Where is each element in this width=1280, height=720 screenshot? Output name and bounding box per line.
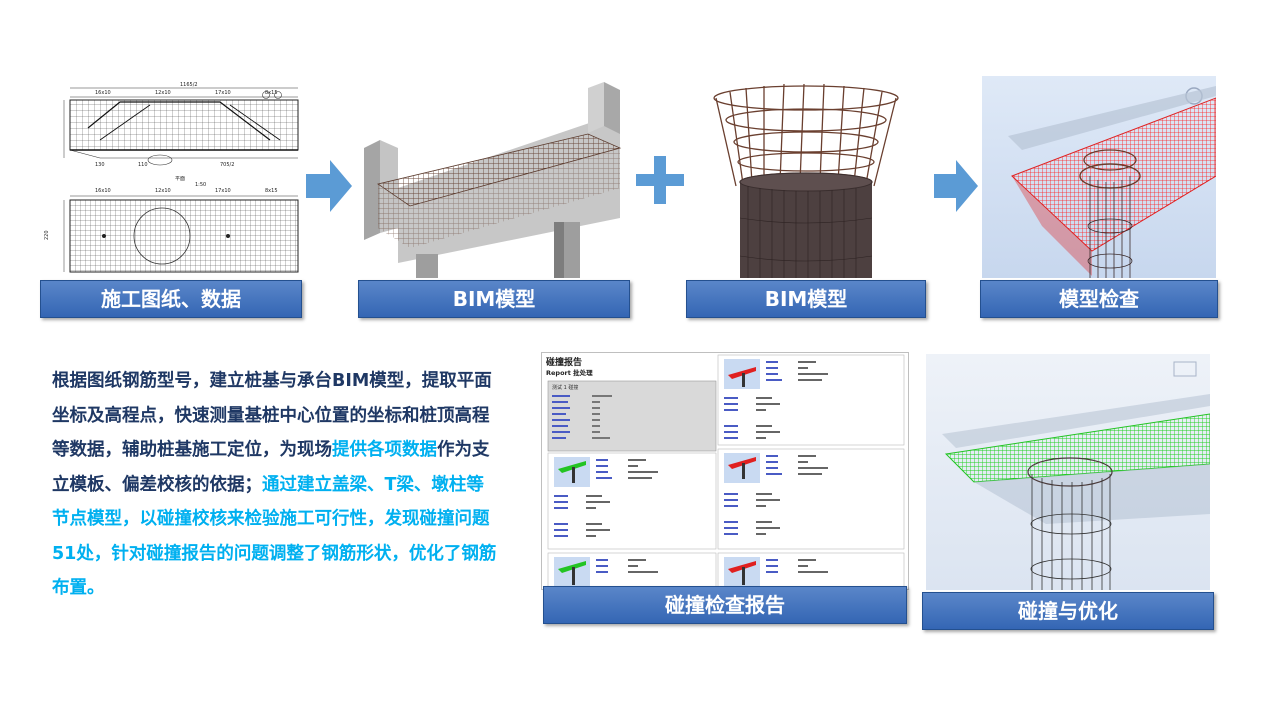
svg-text:16x10: 16x10 (95, 90, 111, 96)
svg-text:12x10: 12x10 (155, 188, 171, 194)
label-collision-report: 碰撞检查报告 (543, 586, 907, 624)
plus-icon (636, 156, 684, 204)
svg-text:17x10: 17x10 (215, 188, 231, 194)
report-title: 碰撞报告 (546, 358, 583, 368)
step-label-bim-model-1: BIM模型 (358, 280, 630, 318)
svg-text:17x10: 17x10 (215, 90, 231, 96)
svg-text:16x10: 16x10 (95, 188, 111, 194)
svg-text:130: 130 (95, 162, 105, 168)
bim-pile-cage-image (688, 78, 924, 278)
step-label-drawings: 施工图纸、数据 (40, 280, 302, 318)
collision-report-image: 碰撞报告 Report 批处理 测试 1 碰撞 (541, 352, 909, 590)
report-subtitle: Report 批处理 (546, 369, 593, 377)
svg-text:220: 220 (44, 230, 50, 240)
label-collision-optimization: 碰撞与优化 (922, 592, 1214, 630)
model-check-image (982, 76, 1216, 278)
svg-text:12x10: 12x10 (155, 90, 171, 96)
collision-optimization-image (926, 354, 1210, 590)
svg-text:705/2: 705/2 (220, 162, 234, 168)
svg-text:110: 110 (138, 162, 148, 168)
arrow-right-icon (934, 160, 978, 212)
description-part-2: 作为支立模板、偏差校核的依据； (52, 440, 490, 495)
description-text: 根据图纸钢筋型号，建立桩基与承台BIM模型，提取平面坐标及高程点，快速测量基桩中… (52, 364, 500, 606)
svg-text:8x15: 8x15 (265, 188, 278, 194)
description-highlight-2: 通过建立盖梁、T梁、墩柱等节点模型，以碰撞校核来检验施工可行性，发现碰撞问题51… (52, 474, 497, 599)
plan-title: 平面 (175, 176, 185, 182)
description-highlight-1: 提供各项数据 (332, 440, 437, 460)
step-label-bim-model-2: BIM模型 (686, 280, 926, 318)
plan-scale: 1:50 (195, 182, 206, 188)
report-test-label: 测试 1 碰撞 (552, 384, 578, 391)
svg-text:8x15: 8x15 (265, 90, 278, 96)
description-part-1: 根据图纸钢筋型号，建立桩基与承台BIM模型，提取平面坐标及高程点，快速测量基桩中… (52, 371, 492, 460)
step-label-model-check: 模型检查 (980, 280, 1218, 318)
construction-drawing-image: 1165/2 16x10 12x10 17x10 8x15 130 110 70… (40, 80, 302, 278)
bim-cap-beam-image (358, 78, 630, 278)
drawing-top-dim: 1165/2 (180, 82, 198, 88)
arrow-right-icon (306, 160, 352, 212)
